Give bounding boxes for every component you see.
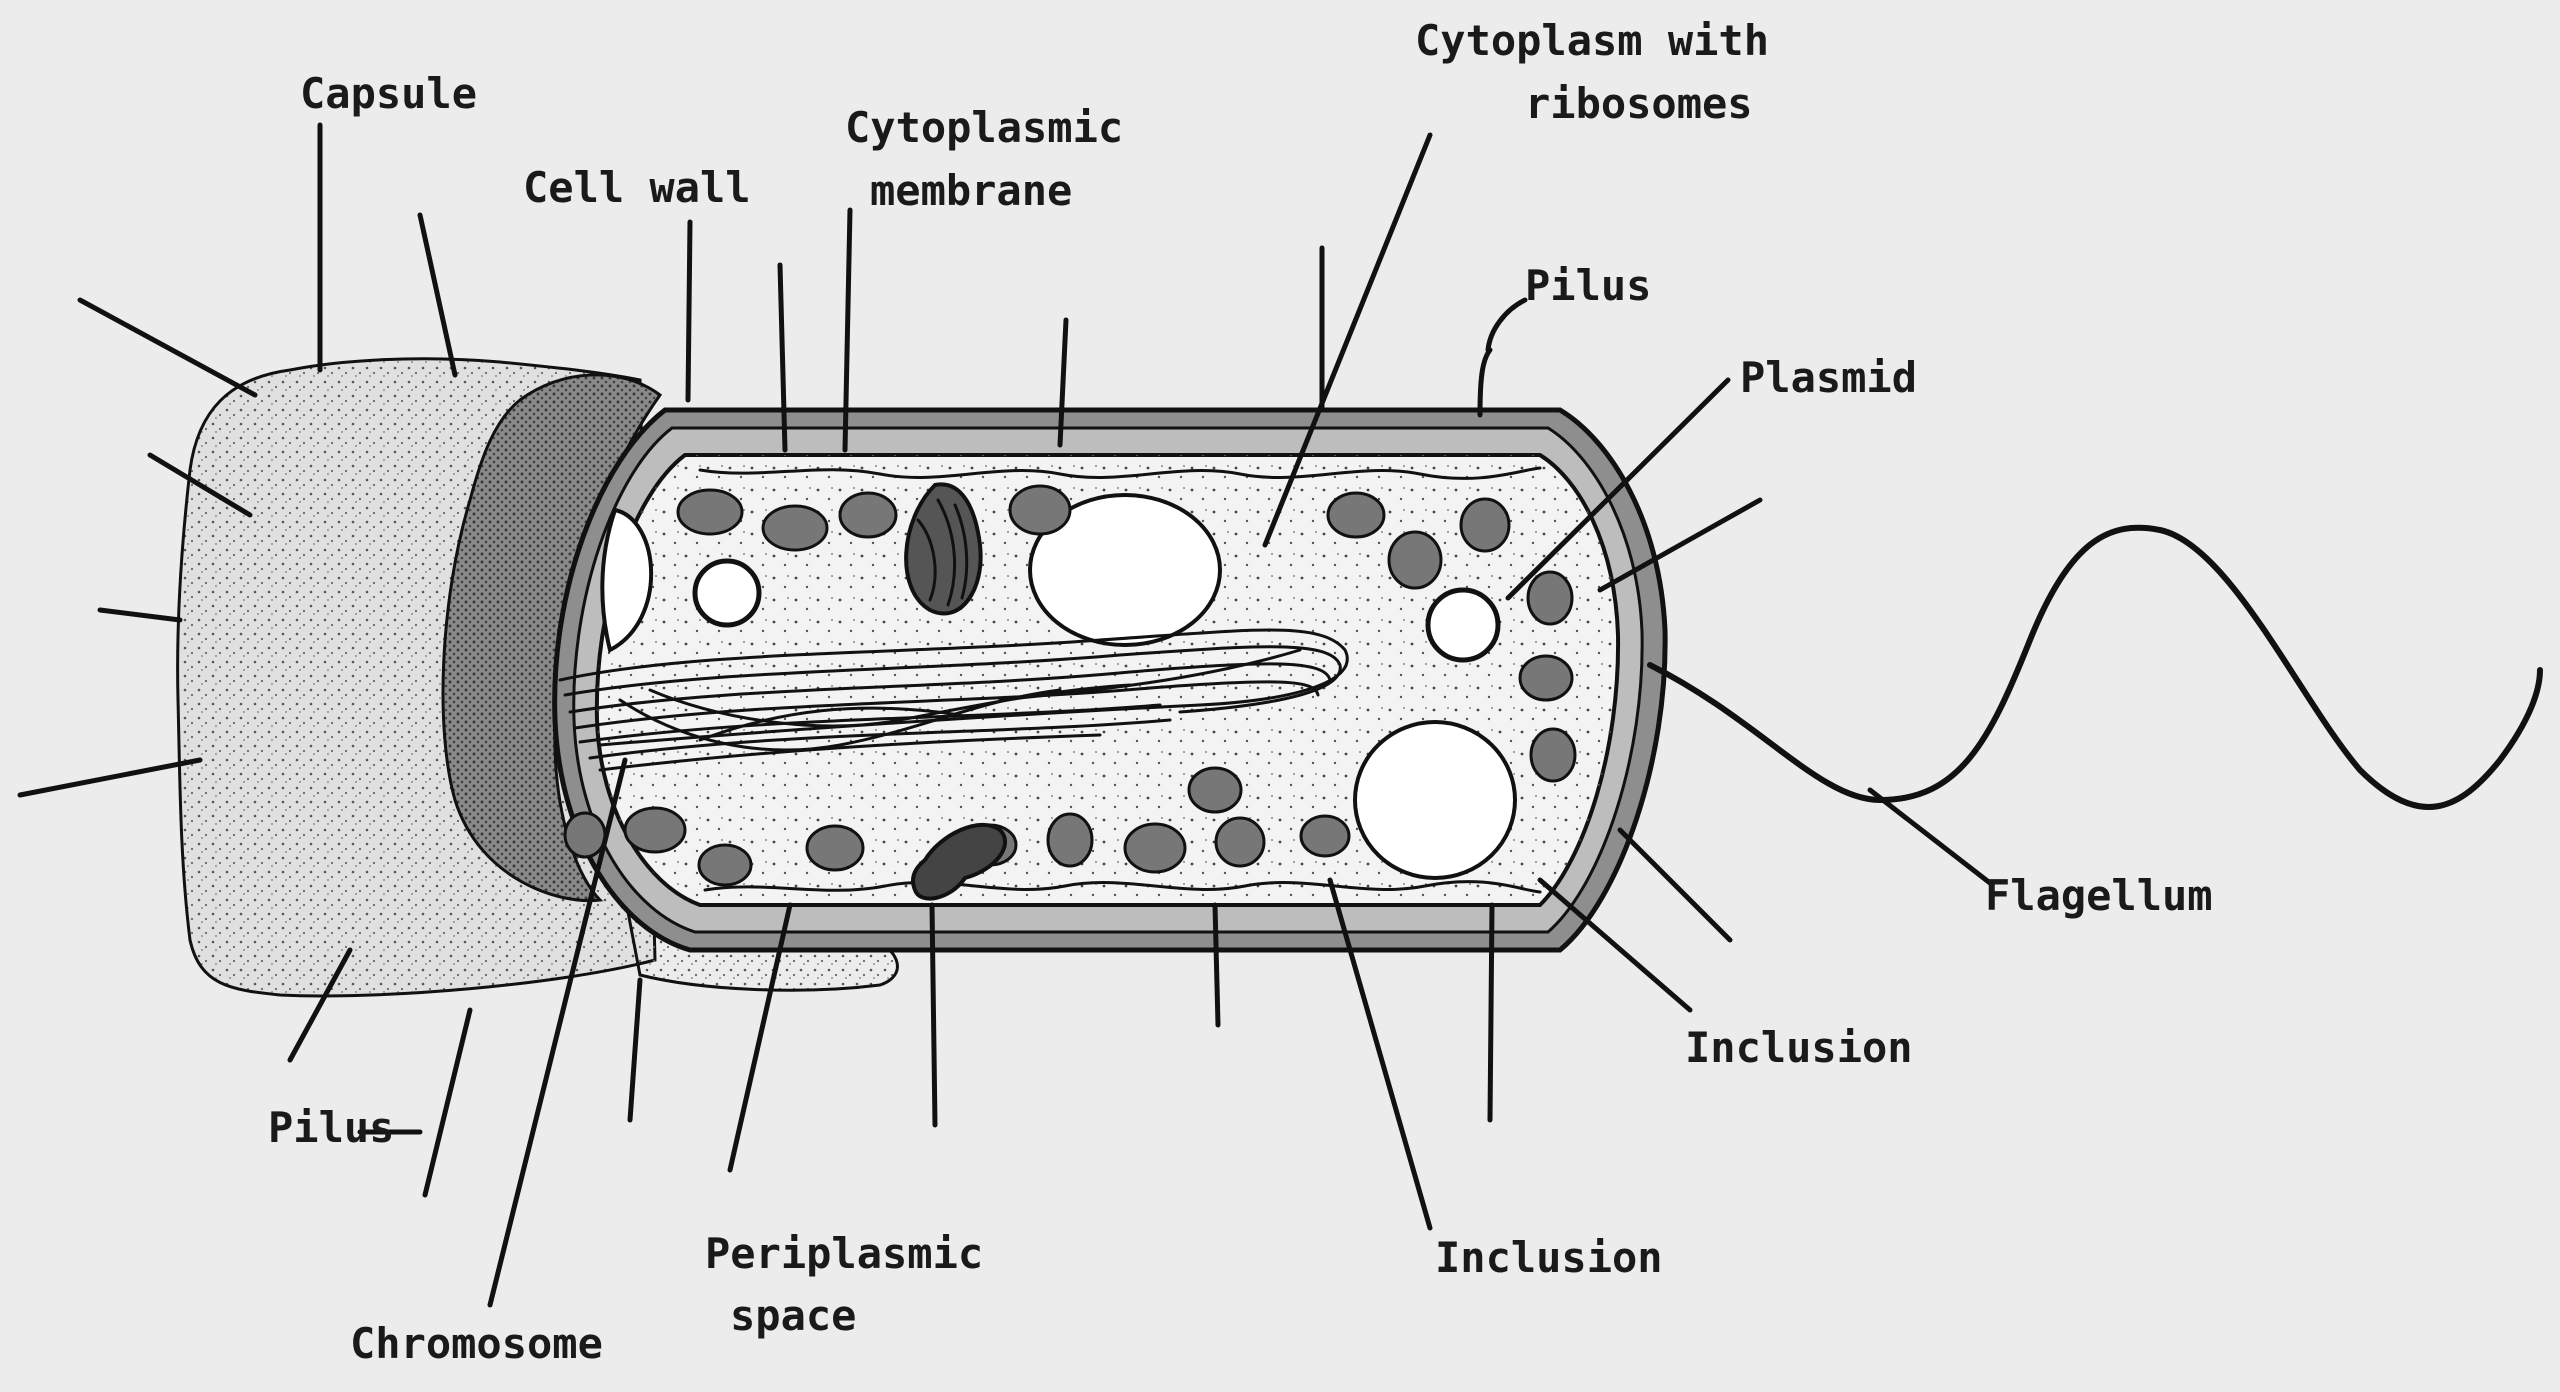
- label-cytoplasmic-membrane-line2: membrane: [870, 166, 1072, 215]
- label-capsule: Capsule: [300, 69, 477, 118]
- label-chromosome: Chromosome: [350, 1319, 603, 1368]
- label-inclusion-right: Inclusion: [1685, 1023, 1913, 1072]
- chromosome-fibers: [558, 628, 1349, 772]
- pili: [17, 245, 1763, 1128]
- inclusion-left: [600, 507, 654, 653]
- label-pilus-bottom: Pilus: [268, 1103, 394, 1152]
- label-cytoplasmic-membrane-line1: Cytoplasmic: [845, 103, 1123, 152]
- inclusion-top: [1028, 493, 1222, 647]
- plasmid-ring: [1425, 587, 1501, 663]
- label-plasmid: Plasmid: [1740, 353, 1917, 402]
- inclusion-right: [1353, 720, 1517, 880]
- labels: Capsule Cell wall Cytoplasmic membrane C…: [268, 16, 2213, 1368]
- leader-lines: [287, 122, 1993, 1308]
- label-periplasmic-line2: space: [730, 1291, 856, 1340]
- label-pilus-top: Pilus: [1525, 261, 1651, 310]
- label-cell-wall: Cell wall: [523, 163, 751, 212]
- label-inclusion-bottom: Inclusion: [1435, 1233, 1663, 1282]
- flagellum-whip: [1647, 524, 2543, 810]
- label-periplasmic-line1: Periplasmic: [705, 1229, 983, 1278]
- label-cytoplasm-line2: ribosomes: [1525, 79, 1753, 128]
- label-cytoplasm-line1: Cytoplasm with: [1415, 16, 1769, 65]
- cell-wall-cut-edge: [441, 373, 663, 903]
- label-flagellum: Flagellum: [1985, 871, 2213, 920]
- ribosome-granules: [563, 482, 1577, 901]
- inclusions: [600, 493, 1517, 880]
